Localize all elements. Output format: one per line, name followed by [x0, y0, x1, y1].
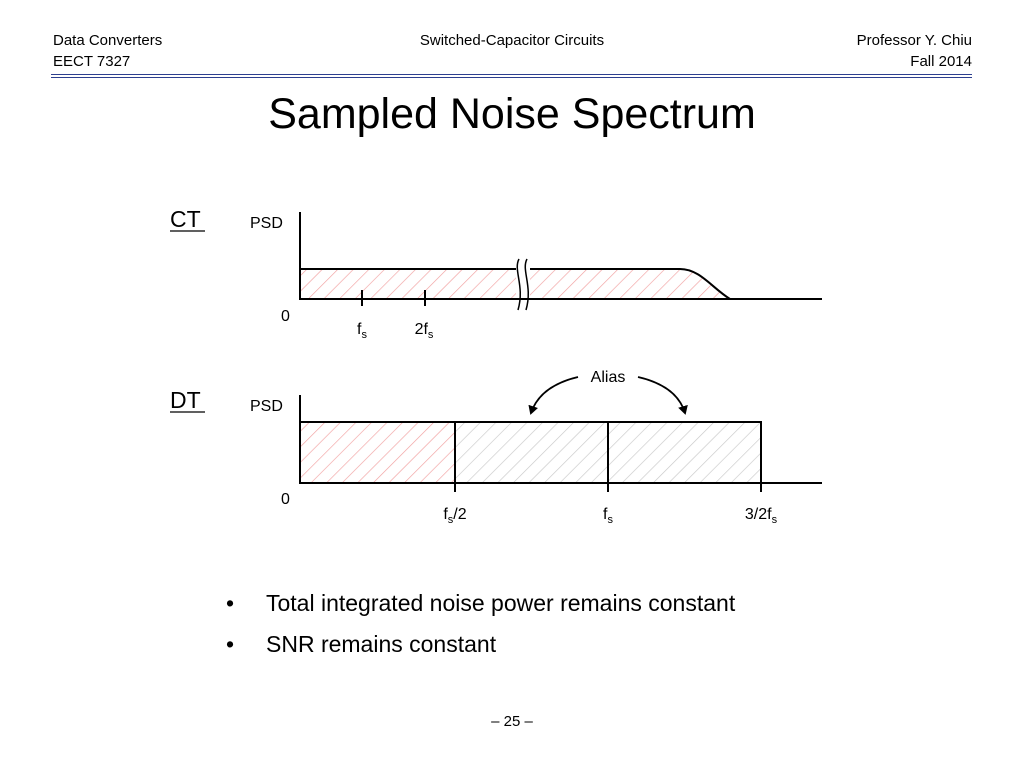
- header-center: Switched-Capacitor Circuits: [0, 30, 1024, 51]
- header-rule-top: [51, 74, 972, 75]
- bullet-list: •Total integrated noise power remains co…: [226, 588, 735, 670]
- ct-origin-label: 0: [281, 308, 290, 325]
- ct-y-axis-label: PSD: [250, 215, 283, 232]
- ct-label: CT: [170, 206, 201, 232]
- alias-label: Alias: [591, 369, 626, 386]
- ct-tick-label-fs: fs: [357, 321, 367, 341]
- dt-y-axis-label: PSD: [250, 398, 283, 415]
- bullet-dot: •: [226, 590, 235, 616]
- dt-label: DT: [170, 387, 201, 413]
- dt-tick-label-fs2: fs/2: [443, 506, 466, 526]
- page-number: – 25 –: [491, 713, 533, 730]
- course-name: Data Converters: [53, 32, 163, 49]
- dt-alias-band-2: [608, 422, 761, 483]
- course-code: EECT 7327: [53, 53, 131, 70]
- bullet-item: •SNR remains constant: [226, 631, 497, 657]
- alias-arrow-left: [528, 376, 579, 415]
- header-left: Data Converters EECT 7327: [53, 30, 162, 72]
- dt-origin-label: 0: [281, 491, 290, 508]
- dt-tick-label-fs: fs: [603, 506, 613, 526]
- semester: Fall 2014: [910, 53, 972, 70]
- ct-psd-curve: [301, 268, 731, 300]
- slide-title: Sampled Noise Spectrum: [268, 90, 756, 138]
- ct-tick-label-2fs: 2fs: [415, 321, 434, 341]
- ct-axis-break-left: [516, 258, 522, 311]
- header-right: Professor Y. Chiu Fall 2014: [857, 30, 972, 72]
- dt-alias-band-1: [455, 422, 608, 483]
- alias-arrow-right: [637, 376, 688, 415]
- header-rule-bottom: [51, 77, 972, 78]
- dt-tick-label-3fs2: 3/2fs: [745, 506, 778, 526]
- dt-baseband-noise: [301, 422, 455, 483]
- ct-axis-break-right: [524, 258, 530, 311]
- bullet-dot: •: [226, 631, 235, 657]
- ct-noise-area: [301, 269, 730, 299]
- lecture-topic: Switched-Capacitor Circuits: [419, 32, 605, 49]
- bullet-item: •Total integrated noise power remains co…: [226, 590, 736, 616]
- professor-name: Professor Y. Chiu: [856, 32, 972, 49]
